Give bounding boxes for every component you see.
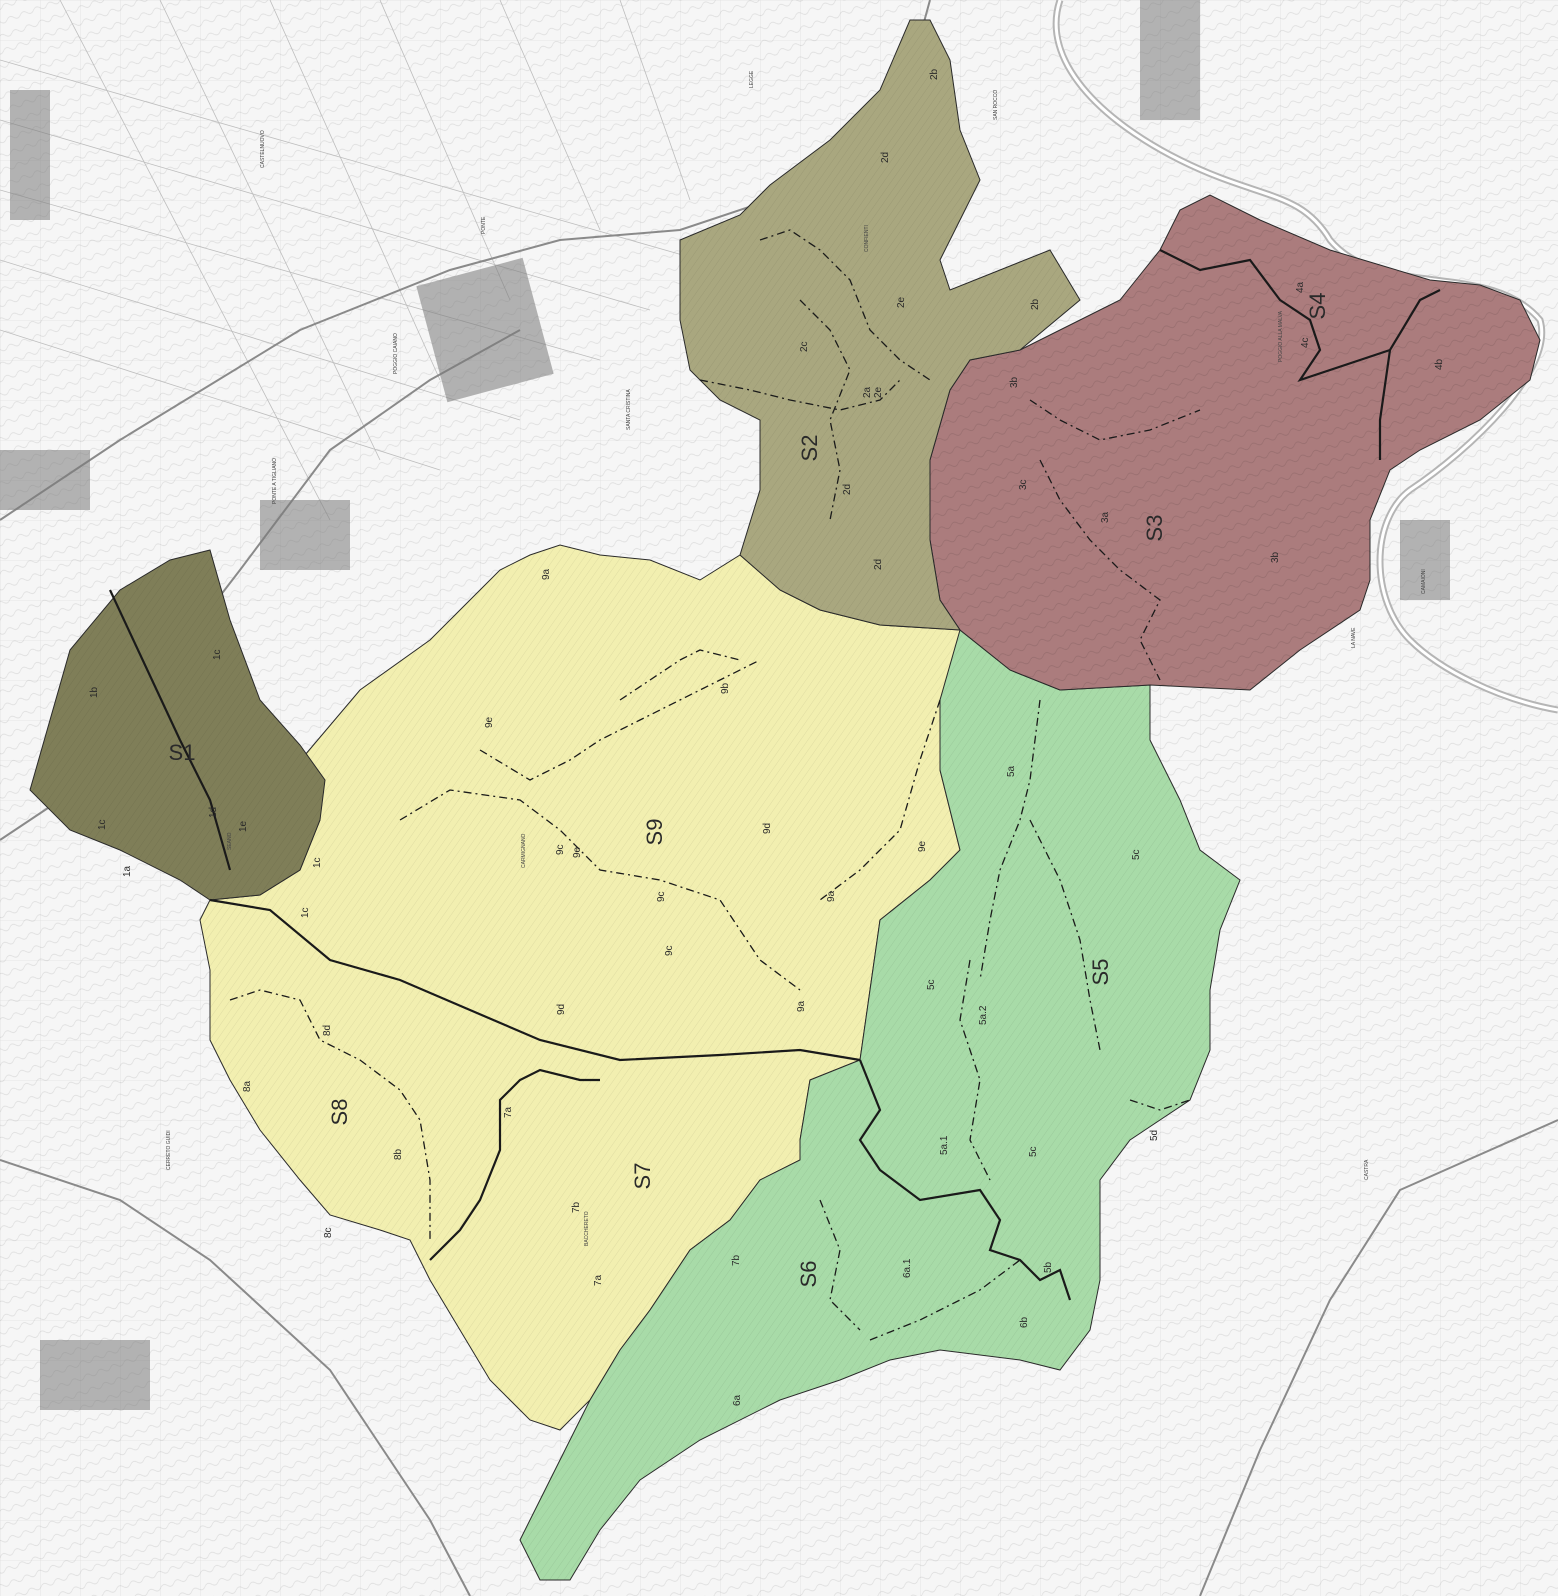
subzone-label: 1e (238, 820, 249, 832)
subzone-label: 9b (720, 682, 731, 694)
boundary-s7-s8 (429, 1068, 600, 1261)
subzone-label: 3c (1018, 479, 1029, 490)
subzone-label: 2d (880, 152, 891, 163)
sector-label-s7: S7 (630, 1163, 655, 1190)
place-label: POGGIO CAIANO (393, 333, 399, 374)
subzone-label: 5c (926, 979, 937, 990)
subzone-label: 2e (896, 296, 907, 308)
subzone-label: 9a (541, 568, 552, 580)
subzone-label: 2e (873, 386, 884, 398)
place-label: CERRETO GUIDI (166, 1130, 172, 1170)
place-label: SANTA CRISTINA (626, 389, 632, 430)
boundary-s3-s4 (1159, 249, 1441, 383)
subzone-label: 5a.1 (939, 1135, 950, 1155)
subzone-label: 8d (322, 1025, 333, 1036)
subzone-label: 8b (393, 1148, 404, 1160)
sector-label-s3: S3 (1142, 515, 1167, 542)
subzone-label: 9a (826, 890, 837, 902)
subzone-label: 9e (572, 846, 583, 858)
subzone-label: 2a (862, 386, 873, 398)
subzone-label: 1c (300, 907, 311, 918)
subzone-label: 6b (1019, 1316, 1030, 1328)
subzone-label: 9a (796, 1000, 807, 1012)
subzone-label: 2b (1030, 298, 1041, 310)
place-label: CASTELNUOVO (260, 130, 266, 168)
subzone-label: 4a (1295, 281, 1306, 293)
subzone-label: 7a (503, 1106, 514, 1118)
sector-label-s2: S2 (797, 435, 822, 462)
place-label: CAMAIONI (1421, 569, 1427, 594)
boundary-s5-s6 (858, 1059, 1072, 1301)
subzone-label: 5a.2 (978, 1005, 989, 1025)
subzone-label: 7b (731, 1254, 742, 1266)
subzone-label: 2d (842, 484, 853, 495)
boundary-s4-east (1378, 349, 1392, 460)
subzone-label: 5c (1028, 1146, 1039, 1157)
place-label: CASTRA (1364, 1159, 1370, 1180)
subzone-label: 1c (312, 857, 323, 868)
sector-label-s6: S6 (796, 1261, 821, 1288)
subzone-label: 9e (484, 716, 495, 728)
boundary-s8-s9 (209, 898, 861, 1062)
subzone-label: 9d (762, 823, 773, 834)
subzone-label: 9c (555, 844, 566, 855)
subzone-label: 3b (1270, 551, 1281, 563)
boundary-s1-internal (109, 589, 232, 871)
subzone-label: 7a (593, 1274, 604, 1286)
subzone-label: 5a (1006, 765, 1017, 777)
subzone-label: 9c (656, 891, 667, 902)
place-label: SAN ROCCO (993, 90, 999, 120)
place-label: SEANO (227, 832, 233, 850)
subzone-label: 1c (212, 649, 223, 660)
subzone-label: 8a (242, 1080, 253, 1092)
place-label: BACCHERETO (584, 1211, 590, 1246)
sector-label-s8: S8 (327, 1099, 352, 1126)
subzone-label: 5b (1043, 1261, 1054, 1273)
place-label: PONTE (481, 216, 487, 234)
place-label: PONTE A TIGLIANO (272, 458, 278, 504)
subzone-label: 2b (929, 68, 940, 80)
subzone-label: 3b (1009, 376, 1020, 388)
subzone-label: 2c (799, 341, 810, 352)
subzone-label: 5c (1131, 849, 1142, 860)
subzone-label: 7b (571, 1201, 582, 1213)
subzone-label: 4b (1434, 358, 1445, 370)
subzone-label: 1d (208, 807, 219, 818)
subzone-label: 1b (89, 686, 100, 698)
place-label: LEGGE (749, 70, 755, 88)
subzone-label: 5d (1149, 1130, 1160, 1141)
place-label: CARMIGNANO (521, 833, 527, 868)
subzone-label: 9c (664, 945, 675, 956)
subzone-label: 9d (556, 1004, 567, 1015)
subzone-label: 3a (1100, 511, 1111, 523)
subzone-label: 4c (1300, 337, 1311, 348)
subzone-label: 6a (732, 1394, 743, 1406)
sector-label-s4: S4 (1305, 293, 1330, 320)
sector-label-s1: S1 (169, 740, 196, 765)
place-label: LA NAVE (1351, 627, 1357, 648)
sector-label-s9: S9 (642, 819, 667, 846)
sector-label-s5: S5 (1088, 959, 1113, 986)
place-label: POGGIO ALLA MALVA (1278, 310, 1284, 362)
subzone-label: 6a.1 (902, 1258, 913, 1278)
subzone-label: 9e (917, 840, 928, 852)
subzone-label: 1c (97, 819, 108, 830)
subzone-label: 2d (873, 559, 884, 570)
place-label: CONFIENTI (864, 225, 870, 252)
subzone-label: 8c (323, 1227, 334, 1238)
subzone-label: 1a (122, 865, 133, 877)
